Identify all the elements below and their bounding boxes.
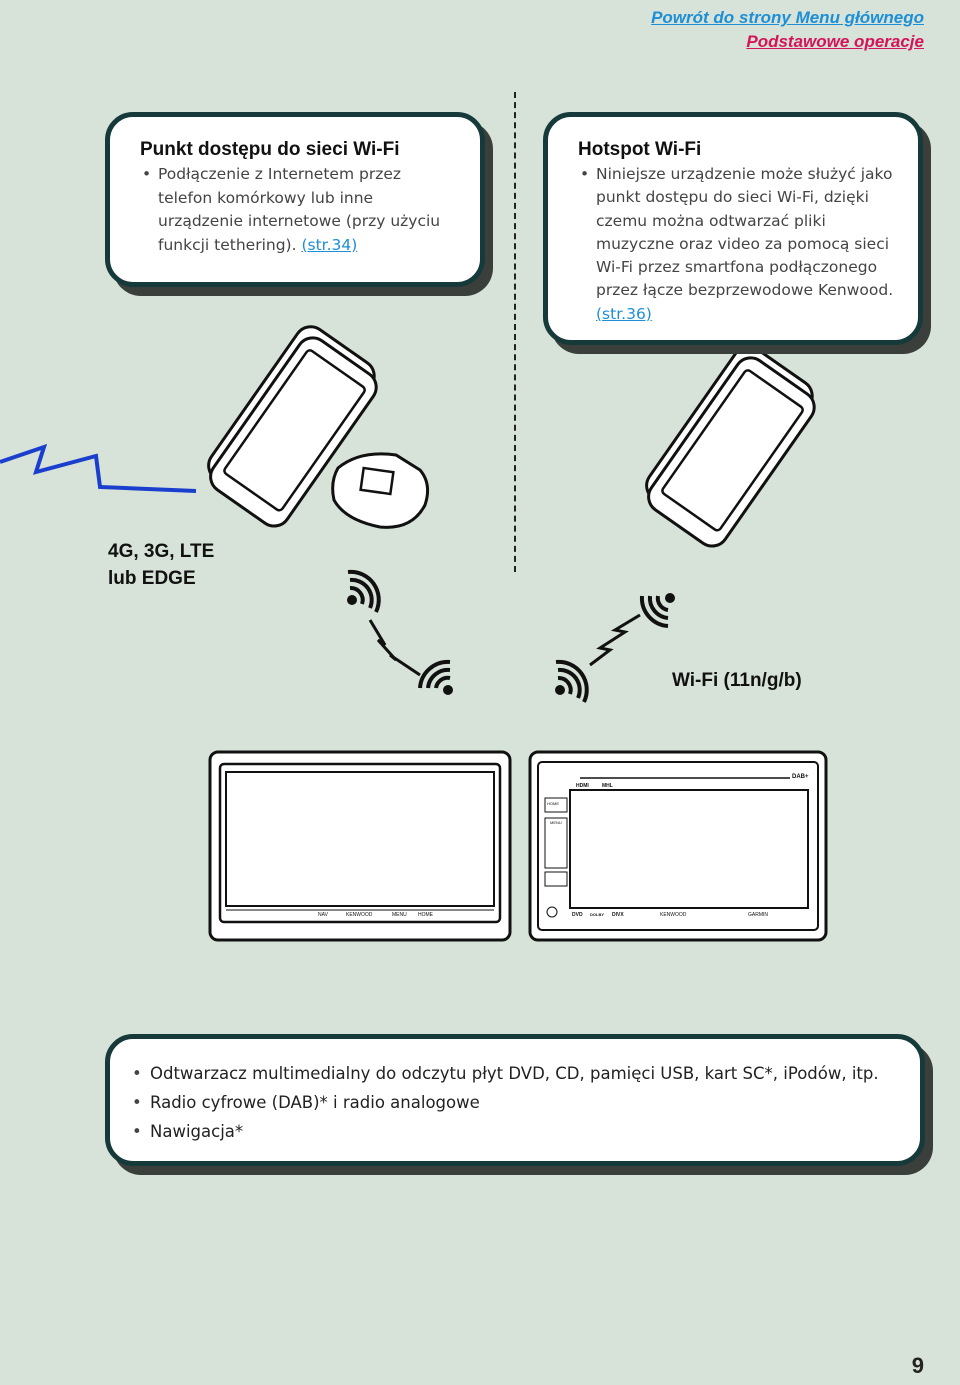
features-list: Odtwarzacz multimedialny do odczytu płyt… — [130, 1059, 900, 1146]
wireless-link-left — [368, 619, 421, 677]
cellular-label-line2: lub EDGE — [108, 568, 196, 589]
wifi-signal-icon-4 — [639, 593, 675, 628]
feature-item: Odtwarzacz multimedialny do odczytu płyt… — [130, 1059, 900, 1088]
dolby-logo: DOLBY — [590, 912, 604, 917]
divx-logo: DIVX — [612, 912, 624, 918]
right-unit-home-button[interactable]: HOME — [547, 801, 559, 806]
right-unit-brand: KENWOOD — [660, 912, 687, 918]
dab-logo: DAB+ — [792, 774, 809, 780]
dashed-divider — [514, 92, 516, 572]
access-point-title: Punkt dostępu do sieci Wi-Fi — [140, 139, 400, 160]
smartphone-right-icon — [645, 345, 816, 548]
dvd-logo: DVD — [572, 912, 583, 918]
mobile-router-icon — [331, 452, 430, 529]
hotspot-text: Niniejsze urządzenie może służyć jako pu… — [596, 165, 894, 300]
feature-item: Nawigacja* — [130, 1117, 900, 1146]
wireless-link-right — [589, 613, 641, 667]
hotspot-list: Niniejsze urządzenie może służyć jako pu… — [578, 163, 900, 326]
head-unit-left — [208, 750, 512, 942]
right-unit-menu-button[interactable]: MENU — [550, 820, 562, 825]
head-unit-right — [528, 750, 828, 942]
left-unit-nav-button[interactable]: NAV — [318, 912, 328, 918]
cellular-label: 4G, 3G, LTE lub EDGE — [108, 538, 238, 592]
wifi-signal-icon-2 — [418, 659, 453, 695]
wifi-signal-icon-3 — [555, 659, 589, 703]
basic-operations-link[interactable]: Podstawowe operacje — [746, 32, 924, 51]
page-number: 9 — [911, 1353, 924, 1378]
left-unit-brand: KENWOOD — [346, 912, 373, 918]
mhl-logo: MHL — [602, 783, 613, 789]
cellular-label-line1: 4G, 3G, LTE — [108, 541, 215, 562]
hdmi-logo: HDMI — [576, 783, 589, 789]
access-point-list: Podłączenie z Internetem przez telefon k… — [140, 163, 458, 257]
features-card: Odtwarzacz multimedialny do odczytu płyt… — [105, 1034, 925, 1166]
access-point-card: Punkt dostępu do sieci Wi-Fi Podłączenie… — [105, 112, 485, 287]
hotspot-title: Hotspot Wi-Fi — [578, 139, 702, 160]
hotspot-page-ref[interactable]: (str.36) — [596, 304, 652, 323]
access-point-text: Podłączenie z Internetem przez telefon k… — [158, 165, 441, 254]
access-point-page-ref[interactable]: (str.34) — [301, 235, 358, 254]
smartphone-left-icon — [207, 325, 378, 528]
feature-item: Radio cyfrowe (DAB)* i radio analogowe — [130, 1088, 900, 1117]
left-unit-menu-button[interactable]: MENU — [392, 912, 407, 918]
hotspot-card: Hotspot Wi-Fi Niniejsze urządzenie może … — [543, 112, 923, 345]
access-point-item: Podłączenie z Internetem przez telefon k… — [140, 163, 458, 257]
main-menu-link[interactable]: Powrót do strony Menu głównego — [651, 8, 924, 27]
wifi-label: Wi-Fi (11n/g/b) — [672, 670, 802, 691]
left-unit-home-button[interactable]: HOME — [418, 912, 433, 918]
cellular-signal-icon — [0, 443, 197, 493]
garmin-logo: GARMIN — [748, 912, 768, 918]
wifi-signal-icon-1 — [347, 569, 381, 613]
hotspot-item: Niniejsze urządzenie może służyć jako pu… — [578, 163, 900, 326]
